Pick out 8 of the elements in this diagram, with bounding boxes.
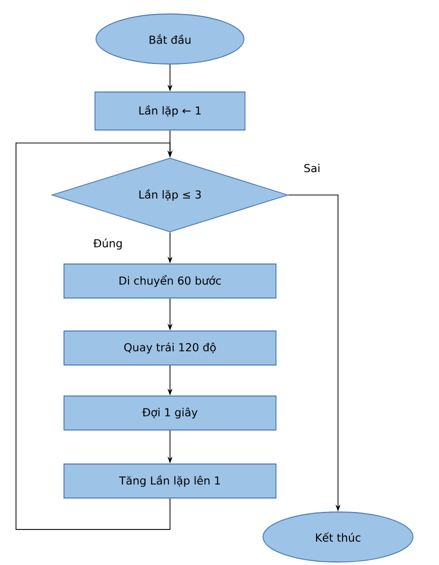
edge-label: Sai xyxy=(302,162,322,174)
process-box: Di chuyển 60 bước xyxy=(64,264,276,298)
edge-label: Đúng xyxy=(92,237,124,251)
process-box: Quay trái 120 độ xyxy=(64,330,276,366)
process-box: Lần lặp ← 1 xyxy=(94,92,246,130)
process-box: Tăng Lần lặp lên 1 xyxy=(64,464,276,498)
process-box: Đợi 1 giây xyxy=(64,396,276,430)
arrow xyxy=(16,142,173,530)
